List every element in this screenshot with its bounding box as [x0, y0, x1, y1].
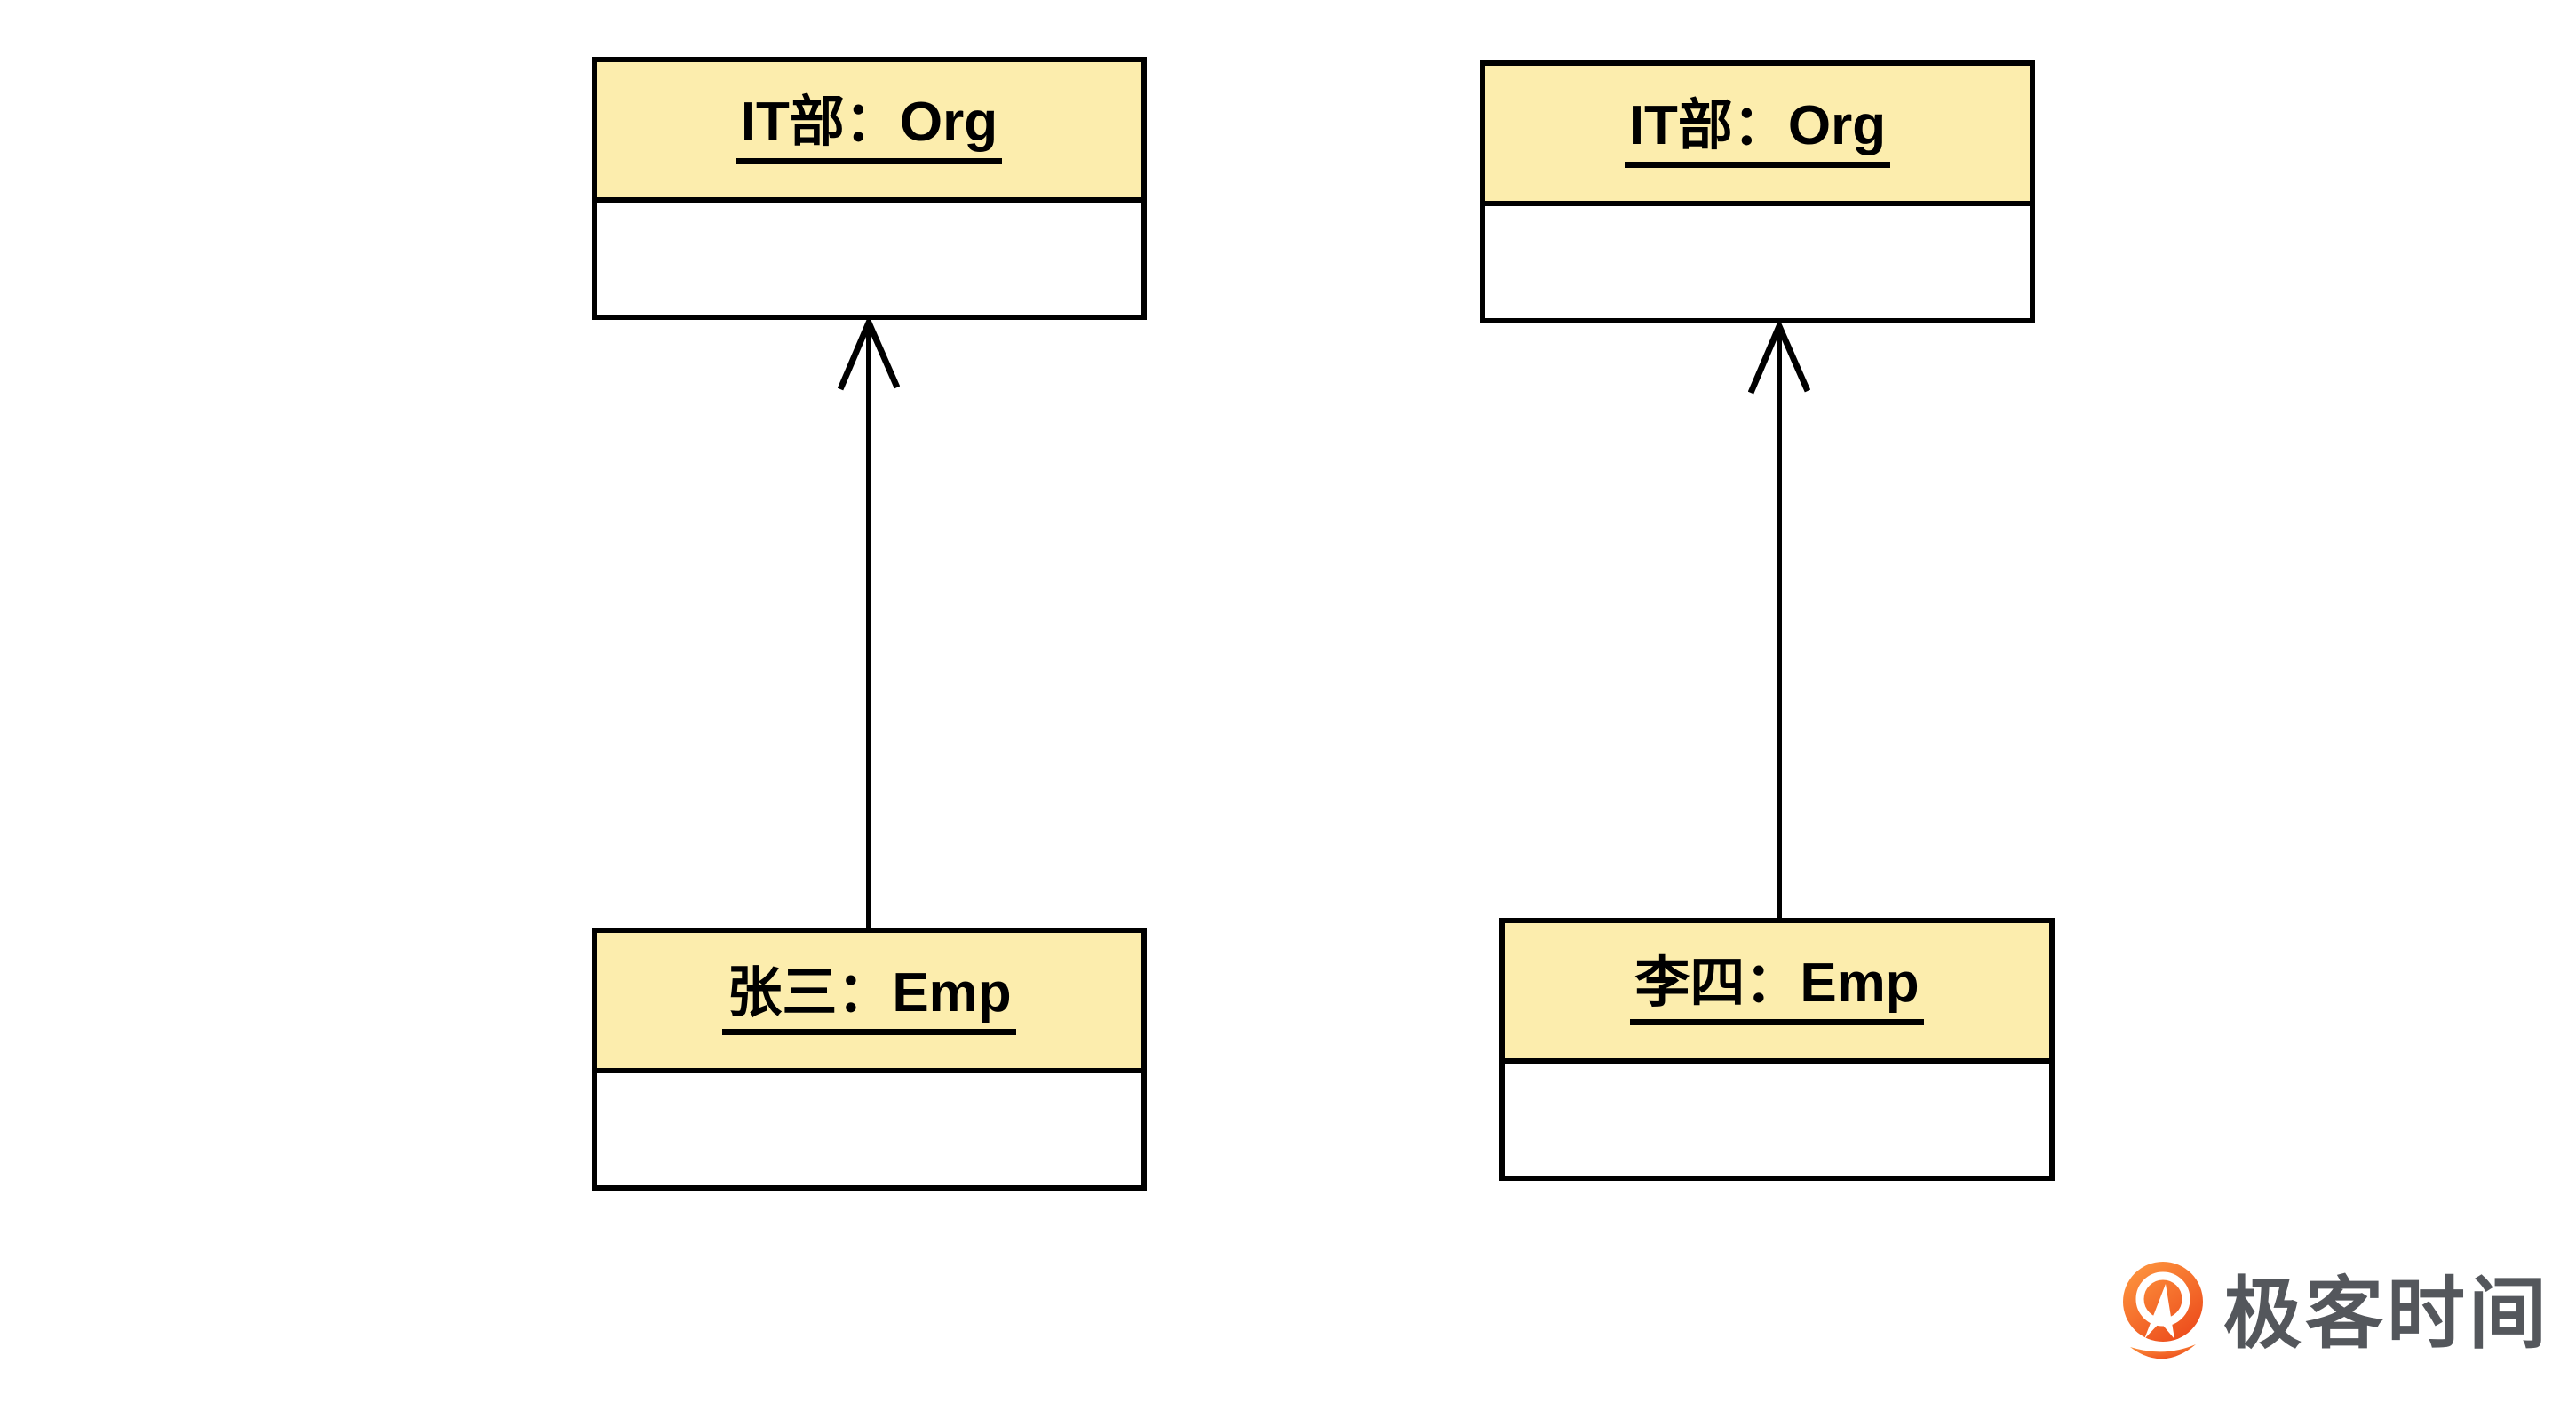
- object-body-emp-zhangsan: [597, 1073, 1141, 1185]
- object-header-emp-zhangsan: 张三：Emp: [597, 933, 1141, 1073]
- association-arrow-right: [1748, 323, 1810, 918]
- object-body-org-left: [597, 203, 1141, 315]
- object-box-emp-zhangsan: 张三：Emp: [592, 928, 1147, 1191]
- object-box-emp-lisi: 李四：Emp: [1499, 918, 2055, 1181]
- geektime-logo: 极客时间: [2119, 1260, 2550, 1368]
- open-arrowhead-icon: [838, 320, 900, 391]
- object-body-emp-lisi: [1505, 1064, 2049, 1176]
- geektime-logo-text: 极客时间: [2223, 1270, 2551, 1358]
- geektime-logo-icon: [2123, 1262, 2203, 1359]
- open-arrowhead-icon: [1748, 323, 1810, 395]
- object-label-emp-zhangsan: 张三：Emp: [722, 966, 1016, 1035]
- object-header-org-left: IT部：Org: [597, 62, 1141, 203]
- object-box-org-right: IT部：Org: [1480, 60, 2035, 323]
- object-label-org-right: IT部：Org: [1624, 99, 1891, 168]
- association-arrow-left: [838, 320, 900, 928]
- object-label-org-left: IT部：Org: [735, 95, 1003, 164]
- object-body-org-right: [1485, 206, 2030, 318]
- object-label-emp-lisi: 李四：Emp: [1630, 956, 1924, 1025]
- object-box-org-left: IT部：Org: [592, 57, 1147, 320]
- object-header-emp-lisi: 李四：Emp: [1505, 923, 2049, 1064]
- object-header-org-right: IT部：Org: [1485, 66, 2030, 206]
